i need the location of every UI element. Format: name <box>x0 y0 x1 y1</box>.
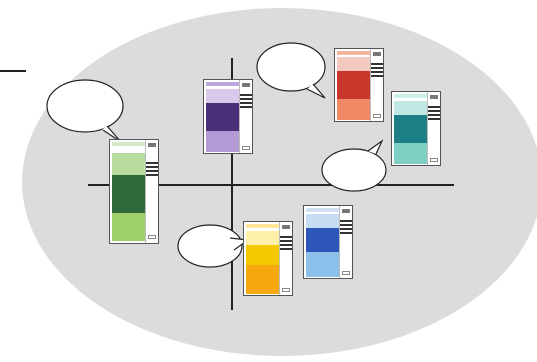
card-label-lines <box>371 63 383 81</box>
card-mid-swatch <box>206 103 239 131</box>
corner-dash-line <box>0 70 26 72</box>
card-footer-mark <box>373 114 381 118</box>
card-corner-mark <box>373 52 381 56</box>
card-top-band <box>206 82 239 86</box>
card-low-swatch <box>246 265 279 294</box>
card-corner-mark <box>148 143 156 147</box>
product-card-red <box>334 48 384 122</box>
card-mid-swatch <box>306 228 339 252</box>
card-mid-swatch <box>112 175 145 213</box>
card-light-swatch <box>337 57 370 71</box>
card-label-lines <box>146 162 158 180</box>
card-label-lines <box>240 94 252 112</box>
card-low-swatch <box>394 143 427 164</box>
product-card-green <box>109 139 159 244</box>
card-divider <box>339 206 340 278</box>
card-top-band <box>112 142 145 146</box>
card-divider <box>145 140 146 243</box>
card-low-swatch <box>337 99 370 120</box>
card-footer-mark <box>430 158 438 162</box>
card-mid-swatch <box>394 115 427 143</box>
card-low-swatch <box>306 252 339 277</box>
card-mid-swatch <box>337 71 370 99</box>
card-corner-mark <box>342 209 350 213</box>
card-light-swatch <box>394 101 427 115</box>
card-light-swatch <box>112 153 145 175</box>
card-divider <box>239 80 240 153</box>
card-top-band <box>246 224 279 228</box>
speech-bubble-left <box>46 79 124 143</box>
speech-bubble-right <box>321 139 387 192</box>
card-label-lines <box>280 236 292 254</box>
card-low-swatch <box>206 131 239 152</box>
card-light-swatch <box>246 231 279 245</box>
card-corner-mark <box>430 95 438 99</box>
card-footer-mark <box>148 235 156 239</box>
card-corner-mark <box>282 225 290 229</box>
card-footer-mark <box>282 288 290 292</box>
card-low-swatch <box>112 213 145 241</box>
card-top-band <box>306 208 339 212</box>
horizontal-axis <box>88 184 454 186</box>
product-card-yellow <box>243 221 293 296</box>
card-light-swatch <box>306 214 339 228</box>
card-corner-mark <box>242 83 250 87</box>
card-top-band <box>394 94 427 98</box>
vertical-axis <box>231 58 233 310</box>
card-divider <box>370 49 371 121</box>
product-card-teal <box>391 91 441 166</box>
card-footer-mark <box>342 271 350 275</box>
card-label-lines <box>428 106 440 124</box>
card-top-band <box>337 51 370 55</box>
card-mid-swatch <box>246 245 279 265</box>
product-card-purple <box>203 79 253 154</box>
card-label-lines <box>340 220 352 238</box>
speech-bubble-top <box>256 42 326 99</box>
product-card-blue <box>303 205 353 279</box>
card-divider <box>427 92 428 165</box>
card-light-swatch <box>206 89 239 103</box>
card-divider <box>279 222 280 295</box>
card-footer-mark <box>242 146 250 150</box>
